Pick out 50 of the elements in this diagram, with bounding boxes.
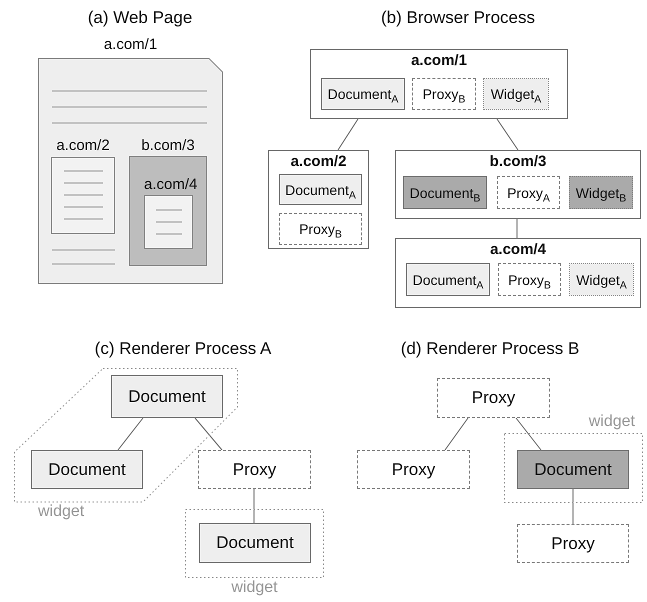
connector-line <box>444 418 468 450</box>
connector-line <box>572 488 574 524</box>
proxy-box: Proxy$_{B}$ <box>498 263 561 296</box>
panel-title: (b) Browser Process <box>381 8 535 28</box>
document-box: Document <box>517 450 629 489</box>
frame-url: a.com/2 <box>55 137 111 155</box>
frame-url: a.com/4 <box>489 241 547 259</box>
panel-title: (a) Web Page <box>88 8 192 28</box>
document-box: Document <box>31 450 143 489</box>
document-box: Document <box>111 375 223 418</box>
frame-url: b.com/3 <box>488 153 548 171</box>
connector-line <box>118 418 144 450</box>
widget-region <box>185 509 324 597</box>
frame-tree-node <box>395 238 641 308</box>
page-url: a.com/1 <box>102 36 158 54</box>
frame-url: a.com/1 <box>410 52 468 70</box>
connector-line <box>194 418 222 450</box>
document-box: Document$_{A}$ <box>406 263 490 296</box>
frame-tree-node <box>268 150 369 249</box>
connector-line <box>496 118 518 150</box>
proxy-box: Proxy$_{B}$ <box>279 213 362 245</box>
embedded-frame <box>129 137 207 266</box>
document-box: Document$_{B}$ <box>403 176 487 209</box>
document-box: Document$_{A}$ <box>279 174 362 205</box>
proxy-box: Proxy$_{B}$ <box>412 78 476 110</box>
widget-region <box>504 411 643 503</box>
frame-url: b.com/3 <box>140 137 196 155</box>
document-box: Document$_{A}$ <box>321 78 405 110</box>
proxy-box: Proxy <box>357 450 470 489</box>
widget-label: widget <box>37 503 86 521</box>
widget-box: Widget$_{A}$ <box>483 78 549 110</box>
widget-box: Widget$_{B}$ <box>569 176 633 209</box>
widget-label: widget <box>230 579 279 597</box>
frame-tree-node <box>395 150 641 219</box>
embedded-frame <box>51 137 115 234</box>
proxy-box: Proxy <box>198 450 311 489</box>
panel-title: (c) Renderer Process A <box>94 339 272 359</box>
proxy-box: Proxy <box>517 524 629 563</box>
panel-title: (d) Renderer Process B <box>400 339 580 359</box>
document-box: Document <box>199 523 311 563</box>
widget-label: widget <box>588 413 636 431</box>
connector-line <box>338 118 358 150</box>
connector-line <box>516 218 518 238</box>
web-page-document <box>38 36 223 284</box>
proxy-box: Proxy <box>437 378 550 418</box>
proxy-box: Proxy$_{A}$ <box>497 176 560 209</box>
frame-url: a.com/2 <box>290 153 348 171</box>
connector-line <box>516 418 542 450</box>
frame-tree-node <box>310 49 568 119</box>
widget-box: Widget$_{A}$ <box>569 263 634 296</box>
